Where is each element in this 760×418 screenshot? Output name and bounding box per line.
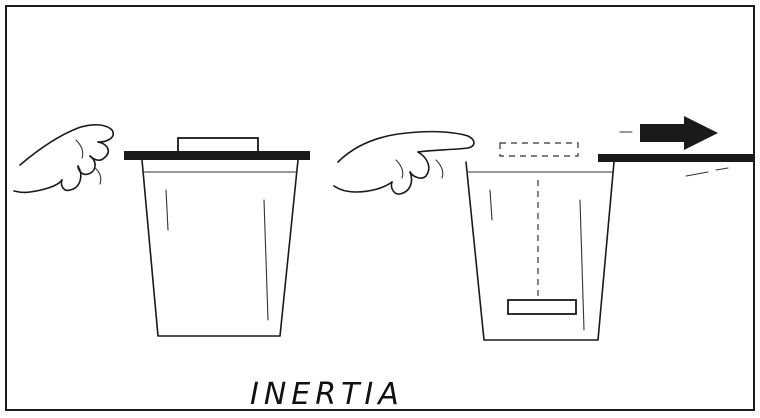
left-coin — [178, 138, 258, 152]
right-hand — [334, 132, 474, 194]
speed-streaks — [686, 168, 728, 176]
left-scene — [14, 125, 310, 336]
left-card — [124, 151, 310, 160]
figure-border — [6, 6, 754, 410]
right-scene — [334, 116, 754, 340]
coin-ghost-outline — [500, 143, 578, 156]
right-coin-fallen — [508, 300, 576, 314]
left-hand — [14, 125, 113, 193]
motion-arrow — [620, 116, 718, 150]
right-card-moving — [598, 154, 754, 162]
left-cup — [142, 160, 298, 336]
figure-caption: INERTIA — [250, 376, 450, 414]
